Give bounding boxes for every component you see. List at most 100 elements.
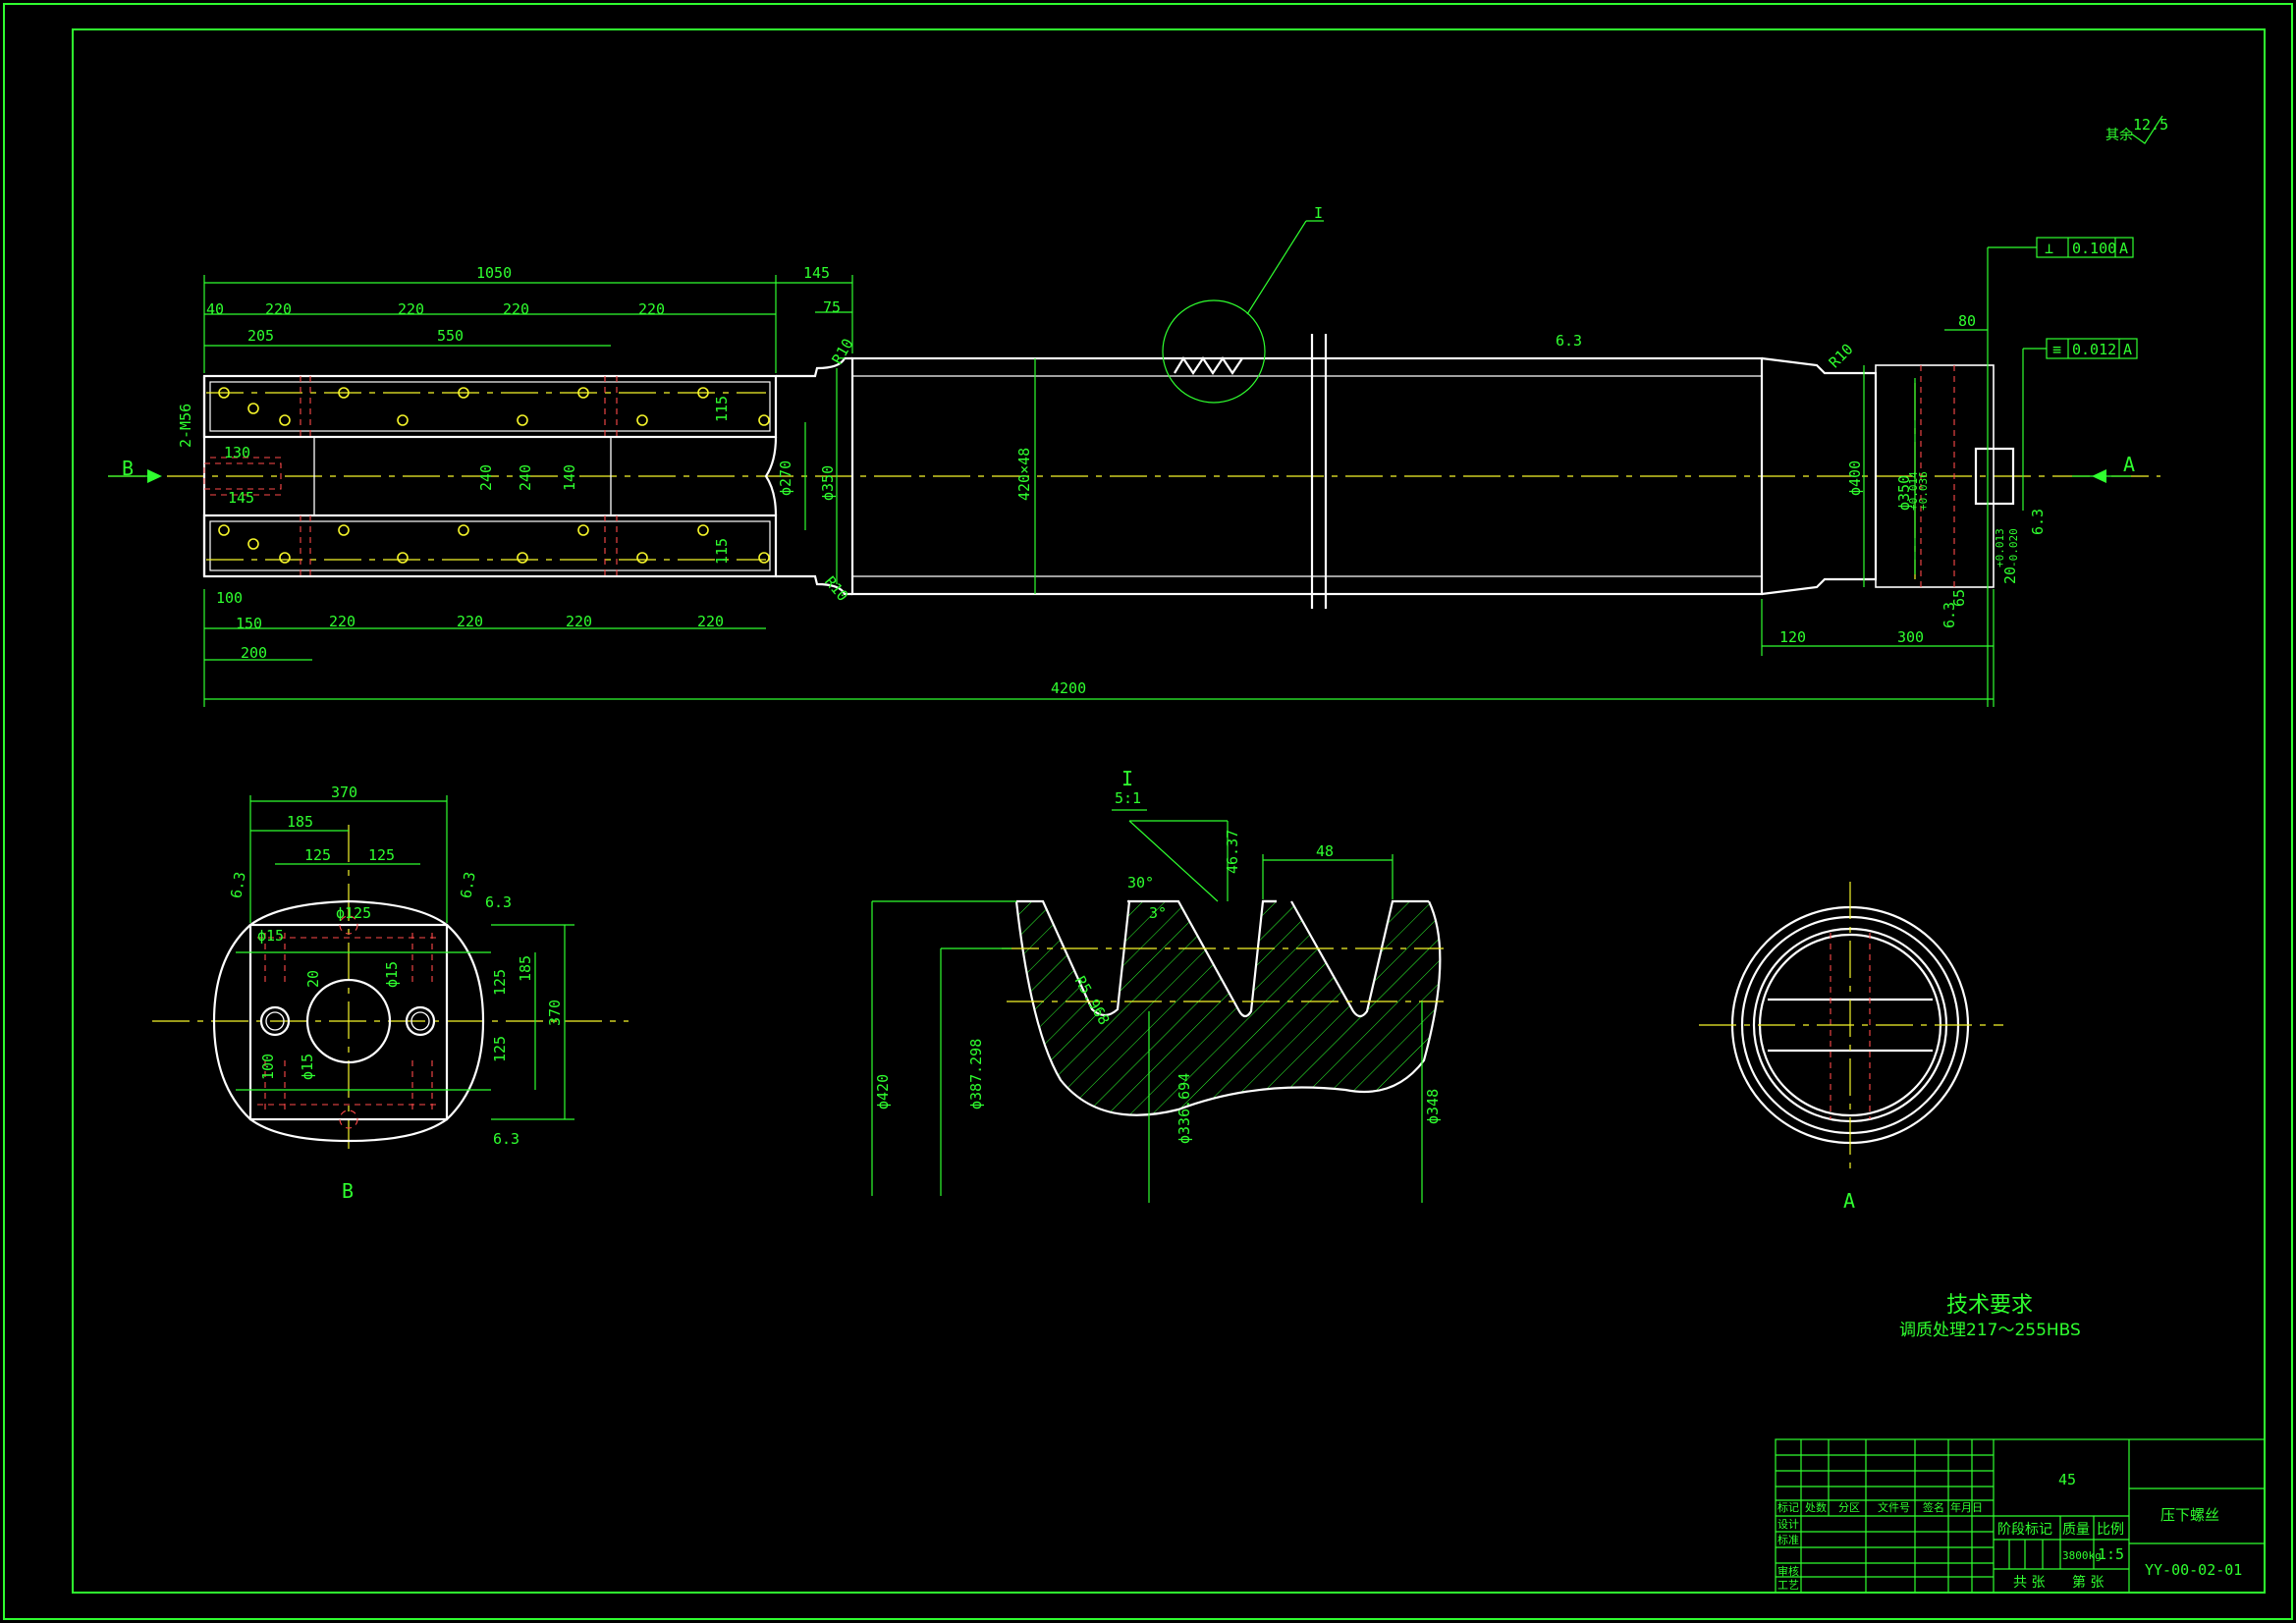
tb-h-zone: 分区	[1838, 1501, 1860, 1514]
tb-row-review: 审核	[1777, 1564, 1799, 1578]
dim-150: 150	[236, 615, 262, 632]
b-dim-125-d: 125	[491, 1036, 509, 1062]
view-a: A	[1699, 882, 2003, 1213]
detail-dim-46-37: 46.37	[1224, 830, 1241, 874]
dim-240-b: 240	[517, 464, 534, 491]
tb-ratio: 比例	[2097, 1522, 2124, 1538]
view-arrow-b: B	[122, 457, 134, 480]
dim-phi-350-right: ϕ350	[1895, 475, 1913, 511]
detail-angle-3: 3°	[1149, 904, 1167, 922]
dim-300: 300	[1897, 628, 1924, 646]
inner-frame	[72, 28, 2266, 1594]
surface-rest-value: 12.5	[2133, 116, 2168, 134]
tb-sheets-total: 共 张	[2013, 1575, 2045, 1591]
dim-140: 140	[561, 464, 578, 491]
dim-phi-400: ϕ400	[1846, 460, 1864, 496]
detail-i-circle	[1162, 299, 1266, 404]
detail-dim-phi-420: ϕ420	[874, 1074, 892, 1109]
detail-dim-48: 48	[1316, 842, 1334, 860]
dim-115-b: 115	[713, 538, 731, 565]
surface-6-3-lower: 6.3	[1941, 602, 1958, 628]
view-b-label: B	[342, 1179, 354, 1203]
tb-part-name: 压下螺丝	[2160, 1506, 2219, 1524]
dim-4200: 4200	[1051, 679, 1086, 697]
b-dim-phi-125: ϕ125	[336, 904, 371, 922]
dim-thread-420x48: 420×48	[1015, 448, 1033, 501]
dim-phi-270: ϕ270	[777, 460, 794, 496]
fit-20-upper: +0.013	[1994, 528, 2006, 568]
tb-mass: 质量	[2062, 1522, 2090, 1538]
b-dim-phi-15-c: ϕ15	[299, 1054, 316, 1080]
fit-350-lower: +0.036	[1917, 471, 1930, 511]
dim-205: 205	[247, 327, 274, 345]
dim-40: 40	[206, 300, 224, 318]
tb-sheet-no: 第 张	[2072, 1574, 2104, 1591]
dim-20-base: 20	[2001, 567, 2019, 584]
b-dim-100: 100	[259, 1054, 277, 1080]
tb-h-date: 年月日	[1950, 1500, 1983, 1514]
title-block: 标记 处数 分区 文件号 签名 年月日 设计 标准 审核 工艺 45 阶段标记 …	[1775, 1438, 2266, 1594]
dim-75: 75	[823, 298, 841, 316]
dim-145: 145	[803, 264, 830, 282]
outer-frame	[3, 3, 2293, 1620]
view-a-label: A	[1843, 1189, 1855, 1213]
b-dim-185-v: 185	[517, 955, 534, 982]
tb-row-standard: 标准	[1777, 1533, 1799, 1546]
detail-scale: 5:1	[1115, 789, 1141, 807]
dim-220-f: 220	[457, 613, 483, 630]
b-dim-phi-15-a: ϕ15	[257, 927, 284, 945]
detail-dim-phi-348: ϕ348	[1424, 1089, 1442, 1124]
tol-sym-symbol: ≡	[2052, 341, 2061, 358]
dim-200: 200	[241, 644, 267, 662]
dim-phi-350: ϕ350	[819, 465, 837, 501]
b-dim-125-a: 125	[304, 846, 331, 864]
tb-row-process: 工艺	[1777, 1579, 1799, 1592]
b-dim-370: 370	[331, 784, 357, 801]
dim-220-h: 220	[697, 613, 724, 630]
tol-sym-datum: A	[2123, 341, 2132, 358]
b-dim-phi-15-b: ϕ15	[383, 961, 401, 988]
dim-130: 130	[224, 444, 250, 461]
b-surface-c: 6.3	[485, 893, 512, 911]
tol-sym-value: 0.012	[2072, 341, 2116, 358]
tb-ratio-value: 1:5	[2098, 1545, 2124, 1563]
b-surface-b: 6.3	[457, 871, 478, 900]
detail-title: I	[1121, 767, 1133, 790]
dim-100: 100	[216, 589, 243, 607]
fit-20-lower: -0.020	[2007, 528, 2020, 568]
tech-req-line1: 调质处理217～255HBS	[1899, 1321, 2081, 1340]
b-surface-a: 6.3	[227, 871, 248, 900]
dim-1050: 1050	[476, 264, 512, 282]
tb-mass-value: 3800kg	[2062, 1549, 2102, 1562]
b-dim-20: 20	[304, 970, 322, 988]
dim-220-d: 220	[638, 300, 665, 318]
tb-h-docno: 文件号	[1878, 1500, 1910, 1514]
surface-rest-label: 其余	[2105, 127, 2133, 143]
dim-240-a: 240	[477, 464, 495, 491]
dim-145-left: 145	[228, 489, 254, 507]
dim-220-c: 220	[503, 300, 529, 318]
detail-dim-phi-387: ϕ387.298	[967, 1039, 985, 1109]
radius-r10-b: R10	[821, 572, 851, 604]
dim-550: 550	[437, 327, 464, 345]
tb-drawing-no: YY-00-02-01	[2145, 1561, 2242, 1579]
detail-dim-phi-336: ϕ336.694	[1175, 1073, 1193, 1144]
dim-80: 80	[1958, 312, 1976, 330]
dim-220-b: 220	[398, 300, 424, 318]
b-dim-125-c: 125	[491, 969, 509, 996]
tb-stage: 阶段标记	[1997, 1522, 2052, 1538]
tb-material: 45	[2058, 1471, 2076, 1488]
bolt-holes	[218, 387, 770, 564]
dim-65: 65	[1950, 589, 1968, 607]
dim-120: 120	[1779, 628, 1806, 646]
b-dim-370-v: 370	[546, 1000, 564, 1026]
technical-requirements: 技术要求 调质处理217～255HBS	[1899, 1293, 2081, 1340]
detail-i: I 5:1 30° 3° 46.37 48 R5.968 ϕ420 ϕ387.2…	[871, 767, 1444, 1203]
detail-callout-i: I	[1314, 204, 1323, 222]
dim-2-m56: 2-M56	[177, 404, 194, 448]
b-dim-125-b: 125	[368, 846, 395, 864]
surface-6-3-right: 6.3	[2029, 509, 2047, 535]
main-view: 1050 145 40 220 220 220 220 205 550 75 2…	[108, 115, 2168, 707]
dim-220-e: 220	[329, 613, 355, 630]
